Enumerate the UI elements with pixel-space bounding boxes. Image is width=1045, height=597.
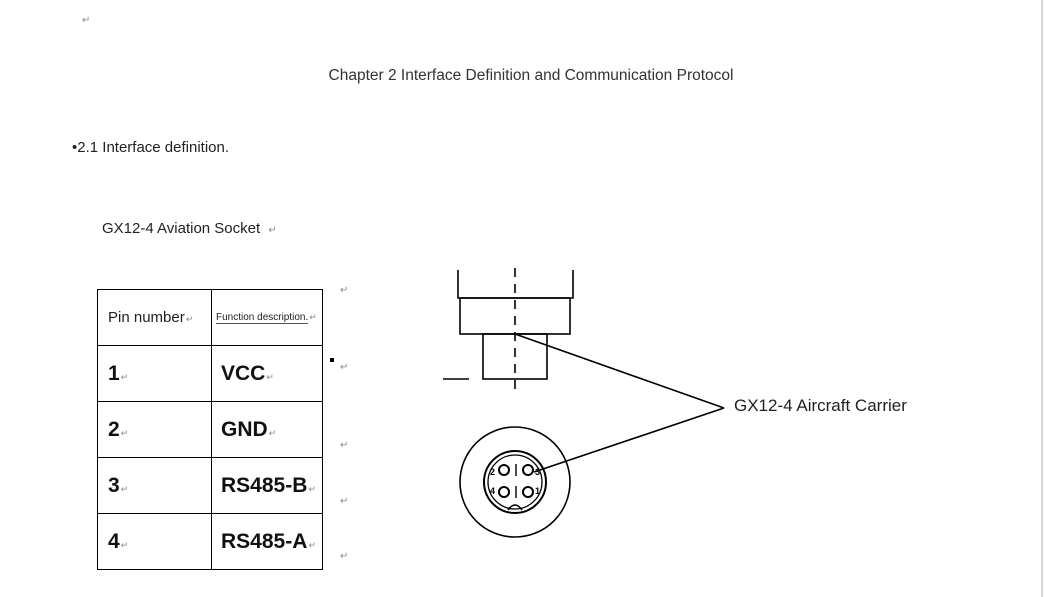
- pin-function: VCC: [221, 361, 266, 385]
- callout-line-bottom: [533, 407, 725, 473]
- header-pin-label: Pin number: [108, 309, 185, 326]
- paragraph-mark: ↵: [268, 225, 277, 236]
- pin-function: RS485-A: [221, 529, 308, 553]
- socket-caption: GX12-4 Aviation Socket ↵: [102, 220, 277, 237]
- pin-hole: [522, 464, 534, 476]
- table-row: 1↵ VCC↵: [97, 345, 323, 402]
- cell-mark: ↵: [308, 483, 316, 494]
- socket-face: [483, 450, 547, 514]
- section-heading: •2.1 Interface definition.: [72, 139, 230, 156]
- row-end-mark: ↵: [340, 362, 349, 373]
- row-end-mark: ↵: [340, 496, 349, 507]
- pin-number: 2: [108, 417, 120, 441]
- pin-label: 3: [535, 467, 540, 477]
- cell-mark: ↵: [120, 483, 129, 494]
- socket-inner: [487, 454, 543, 510]
- pin-definition-table: Pin number↵ Function description.↵ 1↵ VC…: [97, 289, 323, 570]
- pin-function: GND: [221, 417, 268, 441]
- pin-function-cell: RS485-B↵: [211, 457, 323, 514]
- pin-function-cell: RS485-A↵: [211, 513, 323, 570]
- row-end-mark: ↵: [340, 551, 349, 562]
- pin-function-cell: VCC↵: [211, 345, 323, 402]
- chapter-title: Chapter 2 Interface Definition and Commu…: [328, 67, 734, 84]
- table-header-row: Pin number↵ Function description.↵: [97, 289, 323, 346]
- cell-mark: ↵: [120, 427, 129, 438]
- callout-line-top: [514, 333, 725, 409]
- page-edge: [1041, 0, 1043, 597]
- pin-number-cell: 4↵: [97, 513, 212, 570]
- key-notch: [507, 504, 523, 511]
- socket-caption-text: GX12-4 Aviation Socket: [102, 220, 261, 237]
- pin-label: 4: [490, 486, 495, 496]
- cell-mark: ↵: [120, 371, 129, 382]
- cell-mark: ↵: [308, 539, 316, 550]
- pin-label: 1: [535, 486, 540, 496]
- pin-number: 3: [108, 473, 120, 497]
- header-pin-number: Pin number↵: [97, 289, 212, 346]
- paragraph-mark: ↵: [82, 15, 91, 26]
- pin-number: 1: [108, 361, 120, 385]
- anchor-dot: [330, 358, 334, 362]
- header-function: Function description.↵: [211, 289, 323, 346]
- pin-number: 4: [108, 529, 120, 553]
- pin-hole: [498, 464, 510, 476]
- pin-label: 2: [490, 467, 495, 477]
- cell-mark: ↵: [266, 371, 274, 382]
- cell-mark: ↵: [185, 314, 194, 324]
- outer-ring: [459, 426, 571, 538]
- table-row: 4↵ RS485-A↵: [97, 513, 323, 570]
- header-function-label: Function description.: [216, 312, 309, 324]
- pin-number-cell: 2↵: [97, 401, 212, 458]
- pin-function: RS485-B: [221, 473, 308, 497]
- cell-mark: ↵: [268, 427, 277, 438]
- row-end-mark: ↵: [340, 440, 349, 451]
- table-row: 2↵ GND↵: [97, 401, 323, 458]
- cell-mark: ↵: [120, 539, 129, 550]
- pin-function-cell: GND↵: [211, 401, 323, 458]
- carrier-label: GX12-4 Aircraft Carrier: [734, 396, 907, 415]
- pin-hole: [498, 486, 510, 498]
- cell-mark: ↵: [309, 312, 317, 322]
- pin-hole: [522, 486, 534, 498]
- row-end-mark: ↵: [340, 285, 349, 296]
